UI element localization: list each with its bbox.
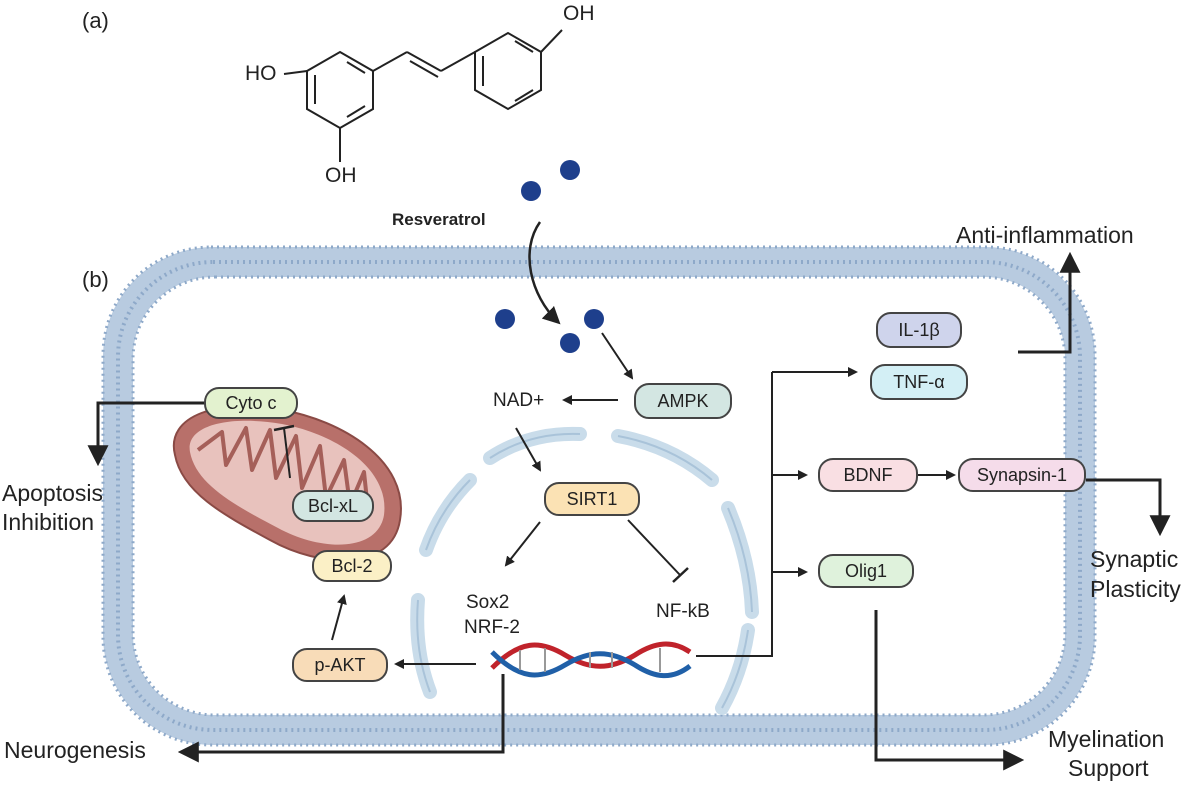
outcome-anti-inflammation: Anti-inflammation: [956, 222, 1134, 248]
resveratrol-molecules: [495, 160, 604, 353]
panel-b-label: (b): [82, 267, 109, 292]
node-sox2: Sox2: [466, 592, 510, 613]
node-cyto-c: Cyto c: [204, 387, 298, 419]
outcome-myelination-line1: Myelination: [1048, 726, 1165, 752]
node-nrf-2: NRF-2: [464, 617, 520, 638]
atom-ho-left: HO: [245, 62, 277, 85]
outcome-synaptic-line1: Synaptic: [1090, 546, 1179, 572]
resveratrol-structure: [283, 29, 563, 162]
dna-helix: [490, 641, 692, 679]
node-synapsin-1: Synapsin-1: [958, 458, 1086, 492]
node-p-akt: p-AKT: [292, 648, 388, 682]
node-bcl-xl: Bcl-xL: [292, 490, 374, 522]
atom-oh-top: OH: [563, 2, 595, 25]
node-bdnf: BDNF: [818, 458, 918, 492]
pathway-arrows: [87, 221, 1171, 771]
node-ampk: AMPK: [634, 383, 732, 419]
nuclear-envelope: [410, 426, 759, 715]
resveratrol-label: Resveratrol: [392, 210, 486, 229]
cell-membrane: [101, 245, 1097, 747]
node-nad: NAD+: [493, 390, 545, 411]
mitochondrion: [172, 405, 402, 562]
outcome-neurogenesis: Neurogenesis: [4, 737, 146, 763]
outcome-myelination-line2: Support: [1068, 755, 1149, 781]
panel-a-label: (a): [82, 8, 109, 33]
node-olig1: Olig1: [818, 554, 914, 588]
node-nf-kb: NF-kB: [656, 601, 710, 622]
node-il-1b: IL-1β: [876, 312, 962, 348]
atom-oh-bottom: OH: [325, 164, 357, 187]
outcome-apoptosis-line2: Inhibition: [2, 509, 95, 535]
outcome-apoptosis-line1: Apoptosis: [2, 480, 104, 506]
node-bcl-2: Bcl-2: [312, 550, 392, 582]
outcome-synaptic-line2: Plasticity: [1090, 576, 1181, 602]
node-tnf-a: TNF-α: [870, 364, 968, 400]
node-sirt1: SIRT1: [544, 482, 640, 516]
